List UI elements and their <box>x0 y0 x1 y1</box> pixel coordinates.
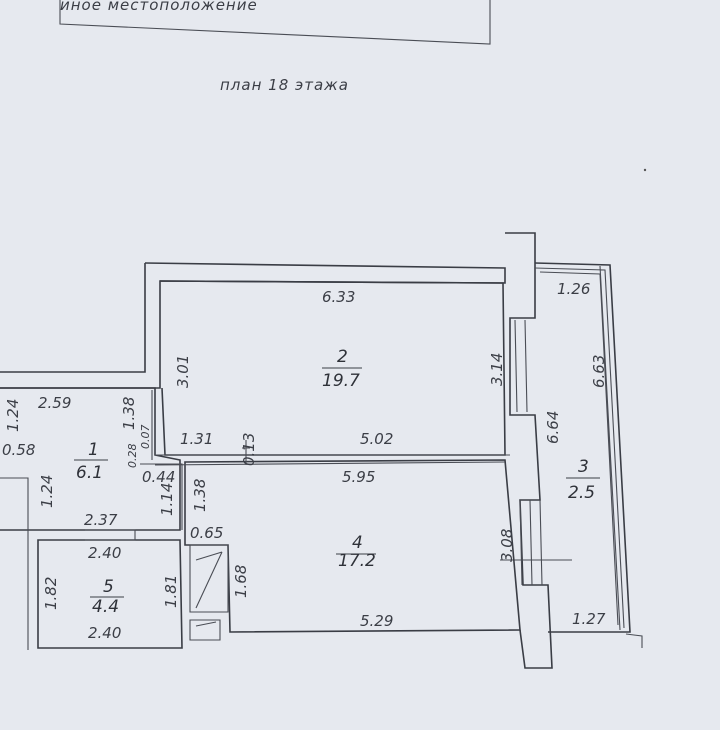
dim-label: 1.38 <box>120 397 138 430</box>
dim-label: 0.44 <box>142 468 175 486</box>
dim-label: 1.82 <box>42 577 60 610</box>
dim-label: 5.29 <box>360 612 393 630</box>
balcony-outline <box>534 262 631 633</box>
dim-label: 6.63 <box>590 355 608 388</box>
room-labels: 2 19.7 1 6.1 3 2.5 4 17.2 5 4.4 <box>74 347 600 617</box>
stamp-box <box>59 0 491 45</box>
dim-label: 0.07 <box>139 425 152 450</box>
room-5-number: 5 <box>103 577 114 597</box>
dim-label: 0.13 <box>240 433 258 466</box>
dim-label: 2.59 <box>38 394 71 412</box>
room-2-number: 2 <box>337 347 348 367</box>
outer-wall-left <box>0 263 146 373</box>
dot-mark <box>643 168 647 172</box>
room-4-number: 4 <box>352 533 363 553</box>
dim-label: 3.14 <box>488 353 506 386</box>
dim-label: 1.24 <box>4 399 22 432</box>
dim-label: 5.02 <box>360 430 393 448</box>
stamp-note: иное местоположение <box>60 0 258 14</box>
dim-label: 0.58 <box>2 441 35 459</box>
dim-label: 3.01 <box>174 355 192 388</box>
room-5-area: 4.4 <box>92 597 119 617</box>
wardrobe <box>189 544 229 613</box>
room-2-area: 19.7 <box>322 371 360 391</box>
window-left-lines <box>500 319 572 586</box>
dim-label: 1.81 <box>162 575 180 608</box>
dim-label: 6.64 <box>544 411 562 444</box>
column <box>505 232 553 669</box>
room-3-number: 3 <box>578 457 589 477</box>
room-5-door <box>85 529 136 541</box>
balcony-rail <box>534 265 643 648</box>
room-4-partition <box>154 440 510 466</box>
dim-label: 3.08 <box>498 529 516 562</box>
room-1-number: 1 <box>88 440 99 460</box>
dim-label: 1.38 <box>191 479 209 512</box>
dim-label: 2.40 <box>88 624 121 642</box>
shaft <box>189 619 221 641</box>
room-4-area: 17.2 <box>338 551 376 571</box>
room-3-area: 2.5 <box>568 483 595 503</box>
dim-label: 1.24 <box>38 475 56 508</box>
dim-label: 5.95 <box>342 468 375 486</box>
room-1-area: 6.1 <box>76 463 103 483</box>
dim-label: 1.26 <box>557 280 590 298</box>
dim-label: 0.28 <box>126 444 139 469</box>
dim-label: 6.33 <box>322 288 355 306</box>
dim-label: 2.40 <box>88 544 121 562</box>
room-4-box <box>184 459 521 633</box>
dim-label: 1.68 <box>232 565 250 598</box>
room-1-box <box>0 387 181 531</box>
dimension-labels: 6.33 1.26 2.59 0.58 1.31 5.02 0.44 5.95 … <box>2 280 608 642</box>
dim-label: 1.14 <box>158 483 176 516</box>
dim-label: 2.37 <box>84 511 118 529</box>
plan-title: план 18 этажа <box>220 76 349 94</box>
dim-label: 1.31 <box>180 430 213 448</box>
dim-label: 1.27 <box>572 610 606 628</box>
dim-label: 0.65 <box>190 524 223 542</box>
room-1-inner <box>0 390 183 650</box>
